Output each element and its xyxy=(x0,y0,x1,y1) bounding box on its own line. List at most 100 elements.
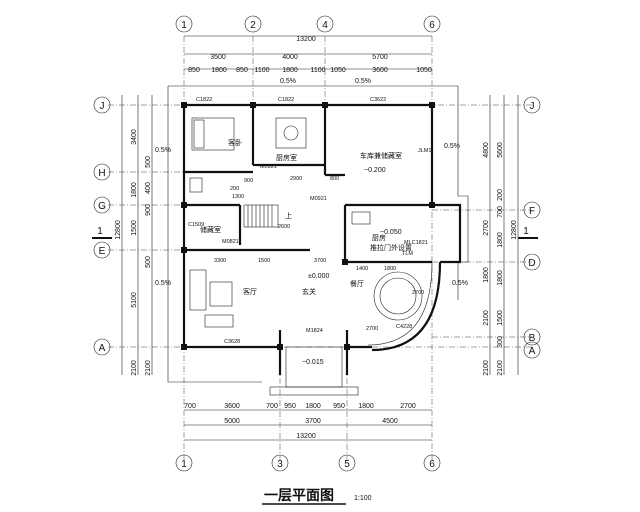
window-tag: C1822 xyxy=(196,97,212,103)
slope-label: 0.5% xyxy=(444,143,460,150)
axis-label: 4 xyxy=(322,20,328,31)
door-tag: M1824 xyxy=(306,328,323,334)
axis-label: 3 xyxy=(277,459,283,470)
columns xyxy=(181,102,435,350)
elevation-label: −0.200 xyxy=(364,167,386,174)
elevation-label: −0.015 xyxy=(302,359,324,366)
right-dim: 200 xyxy=(497,189,504,201)
axis-label: 6 xyxy=(429,459,435,470)
left-dim: 400 xyxy=(145,182,152,194)
top-axis-bubbles: 1 2 4 6 xyxy=(175,15,441,33)
axis-label: H xyxy=(98,168,105,179)
right-dim: 2100 xyxy=(497,360,504,376)
bottom-dim: 700 xyxy=(266,403,278,410)
axis-label: J xyxy=(100,101,105,112)
stair-up-label: 上 xyxy=(285,211,292,220)
axis-label: 5 xyxy=(344,459,350,470)
dining-table xyxy=(379,277,417,315)
coffee-table xyxy=(209,281,233,307)
top-dim: 1100 xyxy=(254,67,269,74)
inner-dim: 1300 xyxy=(232,194,244,200)
bottom-dim: 700 xyxy=(184,403,196,410)
top-dim: 1100 xyxy=(310,67,325,74)
stove xyxy=(351,211,371,225)
inner-dim: 200 xyxy=(230,186,239,192)
top-dim: 850 xyxy=(188,67,200,74)
door-tag: MLC1821 xyxy=(404,240,428,246)
left-dim: 2100 xyxy=(131,360,138,376)
kitchen-table xyxy=(275,117,307,149)
exterior-walls xyxy=(182,103,462,352)
window-tag: C1822 xyxy=(278,97,294,103)
room-kitchen: 厨房 xyxy=(372,233,386,242)
right-dimensions: 4800 2700 1800 2100 2100 12800 5600 200 … xyxy=(483,95,519,376)
window-tag: C3622 xyxy=(370,97,386,103)
left-dim: 1500 xyxy=(131,220,138,236)
bed xyxy=(191,117,235,151)
bottom-dim: 3700 xyxy=(305,418,321,425)
room-entrance: 玄关 xyxy=(302,287,316,296)
room-dining: 餐厅 xyxy=(350,279,364,288)
top-dimensions: 13200 3500 4000 5700 850 1800 850 1100 1… xyxy=(184,35,432,74)
right-dim: 1500 xyxy=(497,310,504,326)
sofa xyxy=(189,269,207,311)
axis-label: G xyxy=(98,201,106,212)
toilet xyxy=(189,177,203,193)
bottom-dimensions: 700 3600 700 950 1800 950 1800 2700 5000… xyxy=(184,403,432,441)
right-dim: 1800 xyxy=(497,270,504,286)
axis-label: A xyxy=(529,346,536,357)
interior-walls xyxy=(184,105,432,375)
left-axis-bubbles: J H G E A xyxy=(93,96,111,356)
apron-outline xyxy=(167,85,469,383)
room-storage: 储藏室 xyxy=(200,225,221,234)
axis-label: 1 xyxy=(181,20,187,31)
slope-label: 0.5% xyxy=(280,78,296,85)
axis-label: 1 xyxy=(181,459,187,470)
porch xyxy=(269,346,359,396)
bottom-dim: 950 xyxy=(333,403,345,410)
inner-dim: 1500 xyxy=(258,258,270,264)
right-dim: 1800 xyxy=(497,232,504,248)
window-tag: C4228 xyxy=(396,324,412,330)
staircase: 上 xyxy=(243,204,292,228)
inner-dim: 800 xyxy=(330,176,339,182)
room-guest-bedroom: 客卧 xyxy=(228,138,242,147)
axis-label: E xyxy=(99,246,106,257)
bottom-dim: 2700 xyxy=(400,403,416,410)
left-dim: 2100 xyxy=(145,360,152,376)
right-dim: 4800 xyxy=(483,142,490,158)
bottom-dim: 4500 xyxy=(382,418,398,425)
right-total-dim: 12800 xyxy=(511,220,518,240)
window-tag: C3628 xyxy=(224,339,240,345)
inner-dim: 1800 xyxy=(384,266,396,272)
axis-label: F xyxy=(529,206,535,217)
elevation-label: −0.050 xyxy=(380,229,402,236)
axis-label: A xyxy=(99,343,106,354)
top-dim: 3500 xyxy=(210,54,226,61)
left-dim: 500 xyxy=(145,256,152,268)
drawing-scale: 1:100 xyxy=(354,495,372,502)
door-tag: TLM xyxy=(402,251,413,257)
axis-label: J xyxy=(530,101,535,112)
interior-dimensions: 2900 3300 1500 3700 1400 1800 800 1300 9… xyxy=(214,176,424,332)
bottom-total-dim: 13200 xyxy=(296,433,316,440)
drawing-title-block: 一层平面图 1:100 xyxy=(262,488,372,505)
right-dim: 5600 xyxy=(497,142,504,158)
left-dim: 3400 xyxy=(131,129,138,145)
door-tag: M0921 xyxy=(310,196,327,202)
room-labels: 客卧 厨房室 车库兼储藏室 储藏室 厨房 推拉门外设置 客厅 餐厅 玄关 xyxy=(200,138,412,296)
top-dim: 850 xyxy=(236,67,248,74)
slope-label: 0.5% xyxy=(155,147,171,154)
right-axis-bubbles: J F D B A xyxy=(523,96,541,359)
axis-label: 2 xyxy=(250,20,256,31)
top-total-dim: 13200 xyxy=(296,36,316,43)
drawing-title: 一层平面图 xyxy=(264,488,334,504)
axis-label: D xyxy=(528,258,535,269)
inner-dim: 2700 xyxy=(366,326,378,332)
slopes-elevations: 0.5% 0.5% 0.5% 0.5% 0.5% 0.5% −0.200 −0.… xyxy=(155,78,468,366)
window-tag: C1509 xyxy=(188,222,204,228)
inner-dim: 3700 xyxy=(314,258,326,264)
left-dim: 500 xyxy=(145,156,152,168)
right-dim: 300 xyxy=(497,336,504,348)
elevation-label: ±0.000 xyxy=(308,273,329,280)
